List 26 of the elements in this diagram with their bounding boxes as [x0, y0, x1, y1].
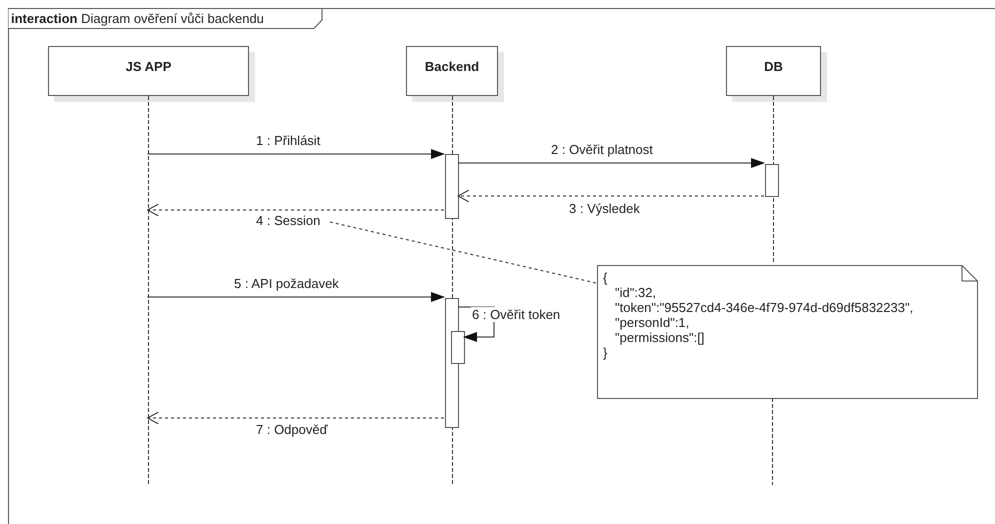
- message-arrow: [147, 292, 445, 302]
- return-message-arrow: [147, 412, 444, 424]
- edge-label: 1 : Přihlásit: [255, 133, 322, 148]
- note: [597, 265, 978, 399]
- frame-title: interaction Diagram ověření vůči backendu: [11, 11, 264, 26]
- message-arrow: [147, 149, 445, 159]
- note-text: {: [603, 270, 608, 285]
- edge-label: 5 : API požadavek: [233, 276, 340, 291]
- note-text: }: [603, 345, 608, 360]
- activation-bar: [765, 164, 779, 197]
- edge-label: 7 : Odpověď: [255, 422, 329, 437]
- note-connector: [330, 222, 596, 284]
- interaction-frame: [8, 8, 995, 524]
- activation-bar: [445, 154, 459, 219]
- return-message-arrow: [147, 204, 444, 216]
- message-arrow: [458, 158, 765, 168]
- edge-label: 2 : Ověřit platnost: [550, 142, 654, 157]
- note-text: "permissions":[]: [614, 330, 706, 345]
- edge-label: 4 : Session: [255, 213, 322, 228]
- note-text: "token":"95527cd4-346e-4f79-974d-d69df5832233",: [614, 300, 914, 315]
- edge-label: 6 : Ověřit token: [471, 307, 562, 322]
- note-text: "id":32,: [614, 285, 658, 300]
- edge-label: 3 : Výsledek: [568, 201, 641, 216]
- note-text: "personId":1,: [614, 315, 690, 330]
- return-message-arrow: [458, 190, 764, 202]
- activation-bar: [451, 331, 465, 364]
